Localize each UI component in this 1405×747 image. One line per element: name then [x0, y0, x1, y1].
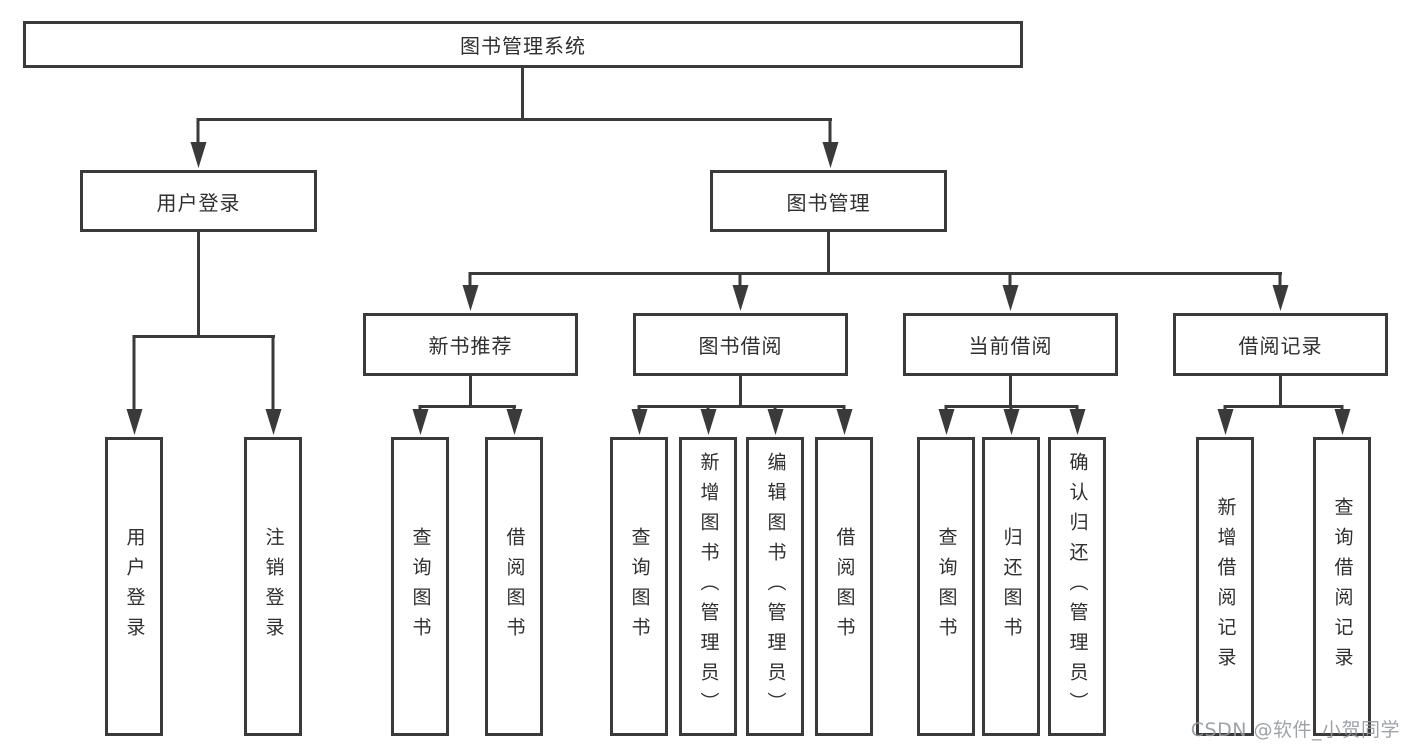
node-book-borrowing-label: 图书借阅 — [698, 334, 783, 358]
leaf-current-query-books-label: 查询图书 — [935, 526, 958, 647]
node-current-borrowing: 当前借阅 — [903, 313, 1118, 376]
arrow-down-icon — [828, 118, 832, 142]
arrow-down-icon — [706, 405, 710, 409]
node-book-management: 图书管理 — [710, 170, 947, 232]
connector-line — [197, 232, 200, 335]
leaf-borrowing-borrow-books: 借阅图书 — [815, 437, 873, 736]
leaf-current-return-books: 归还图书 — [982, 437, 1040, 736]
node-user-login-label: 用户登录 — [156, 190, 241, 215]
leaf-recommend-query-books-label: 查询图书 — [409, 526, 432, 647]
connector-line — [1009, 376, 1012, 405]
connector-line — [1279, 376, 1282, 405]
connector-line — [469, 376, 472, 405]
node-user-login: 用户登录 — [80, 170, 317, 232]
connector-line — [133, 335, 275, 338]
connector-line — [521, 68, 524, 118]
arrow-down-icon — [944, 405, 948, 409]
arrow-down-icon — [1340, 405, 1344, 409]
arrow-down-icon — [738, 272, 742, 285]
arrow-down-icon — [1008, 272, 1012, 285]
node-borrow-records-label: 借阅记录 — [1238, 334, 1323, 358]
leaf-records-query-record: 查询借阅记录 — [1313, 437, 1371, 736]
leaf-recommend-borrow-books-label: 借阅图书 — [503, 526, 526, 647]
arrow-down-icon — [773, 405, 777, 409]
leaf-records-add-record-label: 新增借阅记录 — [1214, 496, 1237, 677]
arrow-down-icon — [637, 405, 641, 409]
connector-line — [419, 405, 516, 408]
arrow-down-icon — [468, 272, 472, 285]
leaf-borrowing-edit-books-admin-label: 编辑图书（管理员） — [764, 451, 787, 722]
arrow-down-icon — [1075, 405, 1079, 409]
leaf-borrowing-edit-books-admin: 编辑图书（管理员） — [746, 437, 804, 736]
leaf-records-query-record-label: 查询借阅记录 — [1331, 496, 1354, 677]
arrow-down-icon — [1278, 272, 1282, 285]
leaf-current-confirm-return-admin: 确认归还（管理员） — [1048, 437, 1106, 736]
arrow-down-icon — [132, 335, 136, 409]
connector-line — [197, 118, 832, 121]
csdn-watermark: CSDN @软件_小贺同学 — [1190, 719, 1400, 741]
node-root: 图书管理系统 — [23, 21, 1023, 68]
arrow-down-icon — [196, 118, 200, 142]
node-new-book-recommend: 新书推荐 — [363, 313, 578, 376]
node-borrow-records: 借阅记录 — [1173, 313, 1388, 376]
arrow-down-icon — [1223, 405, 1227, 409]
node-new-book-recommend-label: 新书推荐 — [428, 334, 513, 358]
arrow-down-icon — [418, 405, 422, 409]
node-book-borrowing: 图书借阅 — [633, 313, 848, 376]
node-current-borrowing-label: 当前借阅 — [968, 334, 1053, 358]
leaf-user-login: 用户登录 — [105, 437, 163, 736]
leaf-current-return-books-label: 归还图书 — [1000, 526, 1023, 647]
node-root-label: 图书管理系统 — [460, 34, 586, 58]
connector-line — [469, 272, 1282, 275]
connector-line — [739, 376, 742, 405]
arrow-down-icon — [271, 335, 275, 409]
connector-line — [638, 405, 845, 408]
leaf-borrowing-query-books-label: 查询图书 — [628, 526, 651, 647]
leaf-records-add-record: 新增借阅记录 — [1196, 437, 1254, 736]
leaf-user-login-label: 用户登录 — [123, 526, 146, 647]
connector-line — [1224, 405, 1343, 408]
leaf-current-query-books: 查询图书 — [917, 437, 975, 736]
leaf-logout: 注销登录 — [244, 437, 302, 736]
arrow-down-icon — [842, 405, 846, 409]
leaf-borrowing-query-books: 查询图书 — [610, 437, 668, 736]
leaf-borrowing-borrow-books-label: 借阅图书 — [833, 526, 856, 647]
leaf-logout-label: 注销登录 — [262, 526, 285, 647]
connector-line — [827, 232, 830, 272]
arrow-down-icon — [512, 405, 516, 409]
leaf-recommend-query-books: 查询图书 — [391, 437, 449, 736]
arrow-down-icon — [1009, 405, 1013, 409]
leaf-current-confirm-return-admin-label: 确认归还（管理员） — [1066, 451, 1089, 722]
leaf-borrowing-add-books-admin: 新增图书（管理员） — [679, 437, 737, 736]
node-book-management-label: 图书管理 — [786, 190, 871, 215]
leaf-borrowing-add-books-admin-label: 新增图书（管理员） — [697, 451, 720, 722]
leaf-recommend-borrow-books: 借阅图书 — [485, 437, 543, 736]
